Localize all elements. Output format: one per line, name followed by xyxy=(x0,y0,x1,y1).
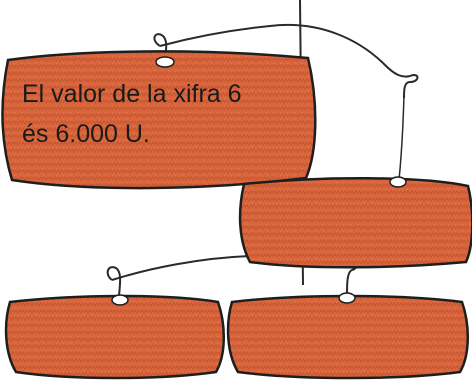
middle-right-hole xyxy=(389,176,407,188)
top-left-plate xyxy=(1,50,317,190)
bottom-right-plate xyxy=(226,292,470,380)
middle-right-plate xyxy=(238,176,472,269)
bottom-right-hole xyxy=(338,292,356,304)
caption-line-1: El valor de la xifra 6 xyxy=(22,80,242,108)
top-arm-string xyxy=(159,24,411,78)
bottom-left-hook xyxy=(106,266,122,297)
bottom-left-plate xyxy=(4,294,226,380)
middle-right-string xyxy=(398,94,405,181)
bottom-left-hole xyxy=(111,294,129,306)
top-left-hole xyxy=(155,56,175,68)
caption-text: El valor de la xifra 6 és 6.000 U. xyxy=(22,74,312,154)
caption-line-2: és 6.000 U. xyxy=(22,120,150,148)
top-right-hook xyxy=(403,74,419,99)
